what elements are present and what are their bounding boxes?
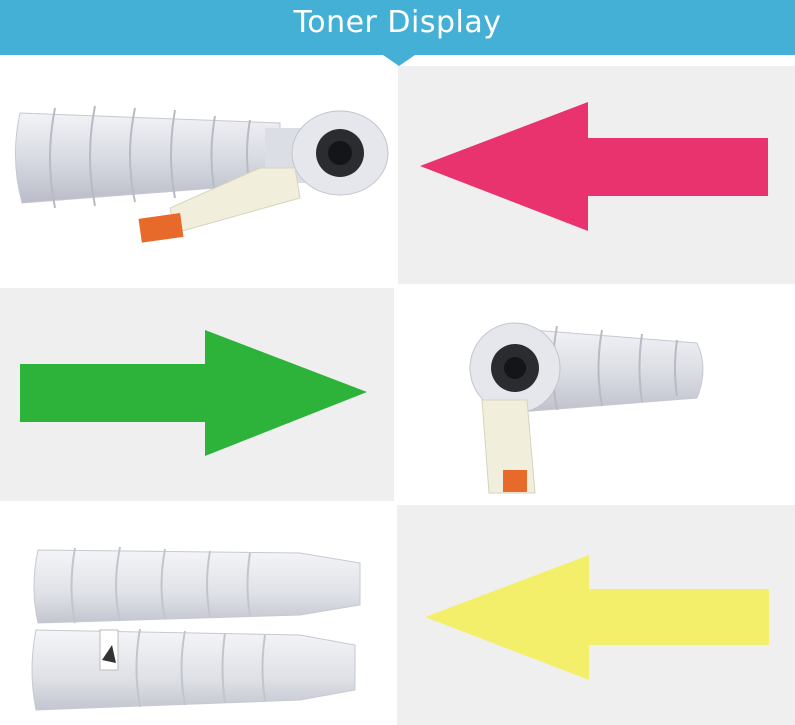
arrow-right-green bbox=[0, 288, 394, 501]
header-notch bbox=[383, 55, 415, 66]
arrow-right-icon bbox=[20, 330, 367, 456]
toner-image-side bbox=[0, 68, 395, 283]
toner-cartridge-side-illustration bbox=[15, 105, 389, 243]
toner-cartridge-pair-illustration bbox=[31, 546, 361, 711]
toner-cartridge-front-illustration bbox=[469, 322, 704, 494]
arrow-left-yellow bbox=[397, 505, 795, 725]
arrow-left-icon bbox=[425, 555, 769, 680]
page-header: Toner Display bbox=[0, 0, 795, 55]
toner-image-pair bbox=[0, 505, 394, 725]
page-title: Toner Display bbox=[293, 5, 502, 40]
arrow-left-magenta bbox=[398, 66, 795, 284]
toner-image-front bbox=[397, 288, 795, 501]
arrow-left-icon bbox=[420, 102, 768, 231]
